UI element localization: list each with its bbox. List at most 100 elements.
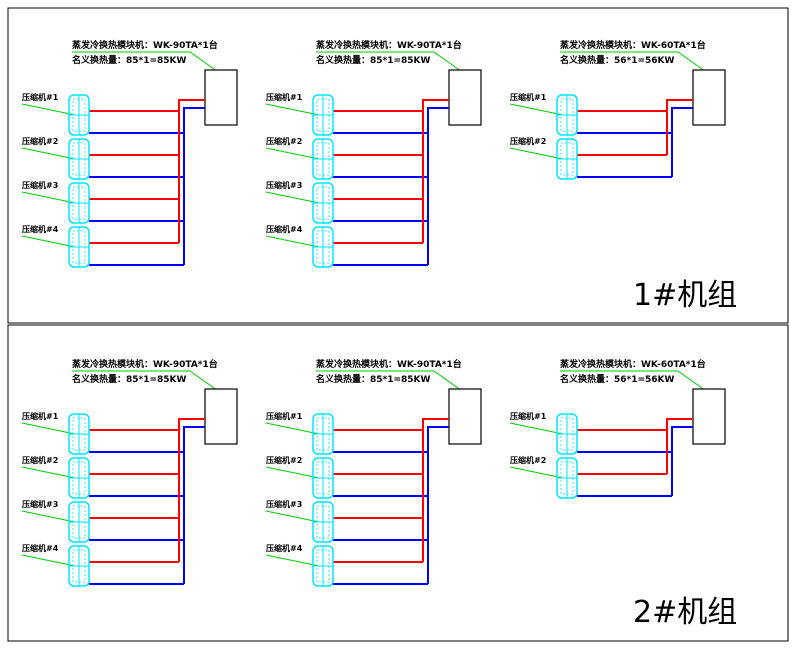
- compressor-body: [68, 413, 90, 455]
- compressor-leader: [509, 422, 564, 435]
- compressor-label: 压缩机#2: [266, 136, 302, 146]
- compressor-body: [68, 138, 90, 180]
- module-model-label: 蒸发冷换热模块机：WK-90TA*1台: [72, 39, 218, 51]
- return-riser: [427, 107, 449, 113]
- module-leader: [316, 51, 466, 75]
- compressor-leader: [21, 466, 76, 479]
- panel-2: 2#机组 蒸发冷换热模块机：WK-90TA*1台 名义换热量：85*1=85KW…: [21, 358, 737, 630]
- module-model-label: 蒸发冷换热模块机：WK-60TA*1台: [560, 358, 706, 370]
- compressor-label: 压缩机#2: [510, 136, 546, 146]
- panel-1-frame: [7, 7, 789, 324]
- compressor-body: [556, 138, 578, 180]
- supply-riser: [178, 99, 205, 101]
- compressor-label: 压缩机#1: [266, 92, 303, 102]
- compressor-label: 压缩机#2: [510, 455, 546, 465]
- module-model-label: 蒸发冷换热模块机：WK-90TA*1台: [316, 39, 462, 51]
- module-leader: [72, 370, 222, 394]
- compressor-leader: [21, 422, 76, 435]
- compressor-leader: [265, 235, 320, 248]
- condenser-unit: [448, 388, 482, 445]
- return-riser: [671, 426, 693, 432]
- compressor-body: [556, 457, 578, 499]
- compressor-body: [312, 226, 334, 268]
- panel-title: 1#机组: [633, 278, 737, 313]
- compressor-body: [312, 138, 334, 180]
- panel-1: 1#机组 蒸发冷换热模块机：WK-90TA*1台 名义换热量：85*1=85KW…: [21, 39, 737, 313]
- capacity-label: 名义换热量：56*1=56KW: [560, 54, 675, 66]
- compressor-leader: [509, 147, 564, 160]
- compressor-label: 压缩机#4: [266, 543, 303, 553]
- compressor-label: 压缩机#1: [510, 411, 547, 421]
- group-2: 蒸发冷换热模块机：WK-90TA*1台 名义换热量：85*1=85KW 压缩机#…: [265, 39, 482, 268]
- condenser-unit: [692, 388, 726, 445]
- group-1: 蒸发冷换热模块机：WK-90TA*1台 名义换热量：85*1=85KW 压缩机#…: [21, 39, 238, 268]
- module-model-label: 蒸发冷换热模块机：WK-60TA*1台: [560, 39, 706, 51]
- supply-riser: [666, 418, 693, 420]
- compressor-leader: [21, 510, 76, 523]
- compressor-body: [312, 457, 334, 499]
- return-riser: [183, 107, 205, 113]
- compressor-leader: [265, 466, 320, 479]
- compressor-body: [312, 413, 334, 455]
- compressor-leader: [265, 191, 320, 204]
- compressor-leader: [509, 466, 564, 479]
- module-leader: [560, 370, 710, 394]
- capacity-label: 名义换热量：85*1=85KW: [316, 54, 431, 66]
- compressor-leader: [21, 103, 76, 116]
- compressor-body: [68, 94, 90, 136]
- compressor-label: 压缩机#3: [22, 499, 58, 509]
- panel-title: 2#机组: [633, 595, 737, 630]
- module-model-label: 蒸发冷换热模块机：WK-90TA*1台: [72, 358, 218, 370]
- compressor-leader: [265, 422, 320, 435]
- compressor-label: 压缩机#1: [22, 411, 59, 421]
- compressor-body: [68, 545, 90, 587]
- compressor-label: 压缩机#3: [266, 499, 302, 509]
- compressor-body: [68, 226, 90, 268]
- capacity-label: 名义换热量：56*1=56KW: [560, 373, 675, 385]
- supply-riser: [422, 99, 449, 101]
- capacity-label: 名义换热量：85*1=85KW: [72, 54, 187, 66]
- compressor-body: [556, 94, 578, 136]
- compressor-body: [312, 545, 334, 587]
- compressor-label: 压缩机#2: [22, 455, 58, 465]
- compressor-body: [312, 501, 334, 543]
- compressor-label: 压缩机#2: [266, 455, 302, 465]
- return-riser: [183, 426, 205, 432]
- module-leader: [560, 51, 710, 75]
- compressor-label: 压缩机#4: [266, 224, 303, 234]
- capacity-label: 名义换热量：85*1=85KW: [316, 373, 431, 385]
- compressor-leader: [265, 103, 320, 116]
- compressor-label: 压缩机#1: [22, 92, 59, 102]
- compressor-leader: [21, 147, 76, 160]
- module-leader: [72, 51, 222, 75]
- compressor-body: [68, 501, 90, 543]
- supply-riser: [178, 418, 205, 420]
- panel-2-frame: [7, 324, 789, 642]
- condenser-unit: [448, 69, 482, 126]
- compressor-leader: [21, 235, 76, 248]
- group-1: 蒸发冷换热模块机：WK-90TA*1台 名义换热量：85*1=85KW 压缩机#…: [21, 358, 238, 587]
- return-riser: [671, 107, 693, 113]
- compressor-label: 压缩机#3: [22, 180, 58, 190]
- compressor-leader: [21, 554, 76, 567]
- module-model-label: 蒸发冷换热模块机：WK-90TA*1台: [316, 358, 462, 370]
- compressor-leader: [509, 103, 564, 116]
- compressor-body: [68, 182, 90, 224]
- group-2: 蒸发冷换热模块机：WK-90TA*1台 名义换热量：85*1=85KW 压缩机#…: [265, 358, 482, 587]
- module-leader: [316, 370, 466, 394]
- compressor-leader: [265, 510, 320, 523]
- condenser-unit: [204, 388, 238, 445]
- compressor-label: 压缩机#4: [22, 224, 59, 234]
- compressor-body: [312, 182, 334, 224]
- compressor-label: 压缩机#3: [266, 180, 302, 190]
- compressor-label: 压缩机#2: [22, 136, 58, 146]
- compressor-label: 压缩机#4: [22, 543, 59, 553]
- compressor-leader: [265, 147, 320, 160]
- compressor-body: [68, 457, 90, 499]
- condenser-unit: [204, 69, 238, 126]
- compressor-label: 压缩机#1: [510, 92, 547, 102]
- compressor-label: 压缩机#1: [266, 411, 303, 421]
- supply-riser: [666, 99, 693, 101]
- supply-riser: [422, 418, 449, 420]
